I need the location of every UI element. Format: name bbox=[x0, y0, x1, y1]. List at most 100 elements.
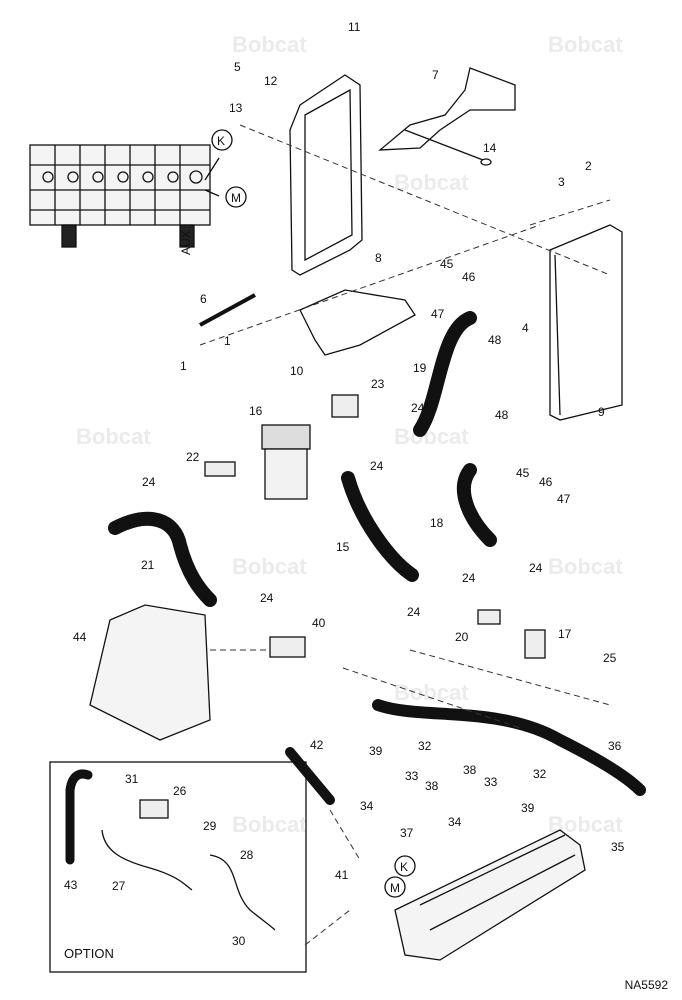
hydraulic-tank-44 bbox=[89, 604, 211, 741]
callout-27: 27 bbox=[112, 879, 126, 893]
callout-9: 9 bbox=[598, 405, 605, 419]
callout-3: 3 bbox=[558, 175, 565, 189]
hose-19 bbox=[413, 311, 477, 437]
watermark-text: Bobcat bbox=[76, 424, 151, 449]
callout-24: 24 bbox=[411, 401, 425, 415]
hose-42 bbox=[285, 747, 335, 805]
callout-18: 18 bbox=[430, 516, 444, 530]
port-label-k: K bbox=[400, 860, 408, 874]
callout-15: 15 bbox=[336, 540, 350, 554]
control-valve-illustration-top bbox=[29, 129, 247, 248]
callout-22: 22 bbox=[186, 450, 200, 464]
callout-2: 2 bbox=[585, 159, 592, 173]
port-label-m: M bbox=[231, 191, 241, 205]
callout-47: 47 bbox=[557, 492, 571, 506]
watermark-text: Bobcat bbox=[548, 554, 623, 579]
callout-44: 44 bbox=[73, 630, 87, 644]
callout-12: 12 bbox=[264, 74, 278, 88]
watermark-text: Bobcat bbox=[232, 554, 307, 579]
callout-47: 47 bbox=[431, 307, 445, 321]
bracket-7 bbox=[378, 67, 516, 151]
callout-37: 37 bbox=[400, 826, 414, 840]
watermark-text: Bobcat bbox=[394, 680, 469, 705]
callout-48: 48 bbox=[495, 408, 509, 422]
callout-33: 33 bbox=[405, 769, 419, 783]
port-label-k: K bbox=[217, 134, 225, 148]
callout-1: 1 bbox=[224, 334, 231, 348]
callout-8: 8 bbox=[375, 251, 382, 265]
tube-28 bbox=[209, 854, 276, 931]
callout-17: 17 bbox=[558, 627, 572, 641]
callout-45: 45 bbox=[440, 257, 454, 271]
callout-24: 24 bbox=[142, 475, 156, 489]
callout-32: 32 bbox=[418, 739, 432, 753]
control-valve-illustration-bottom bbox=[394, 829, 586, 961]
callout-24: 24 bbox=[529, 561, 543, 575]
callout-24: 24 bbox=[370, 459, 384, 473]
callout-11: 11 bbox=[348, 20, 361, 34]
callout-6: 6 bbox=[200, 292, 207, 306]
port-label-m: M bbox=[390, 881, 400, 895]
callout-46: 46 bbox=[539, 475, 553, 489]
callout-1: 1 bbox=[180, 359, 187, 373]
callout-19: 19 bbox=[413, 361, 427, 375]
callout-40: 40 bbox=[312, 616, 326, 630]
tube-27 bbox=[101, 829, 193, 891]
watermark-text: Bobcat bbox=[394, 424, 469, 449]
callout-24: 24 bbox=[260, 591, 274, 605]
callout-30: 30 bbox=[232, 934, 246, 948]
hose-36 bbox=[372, 699, 646, 796]
callout-10: 10 bbox=[290, 364, 304, 378]
callout-38: 38 bbox=[463, 763, 477, 777]
aux-label: AUX bbox=[179, 230, 193, 255]
callout-41: 41 bbox=[335, 868, 349, 882]
callout-32: 32 bbox=[533, 767, 547, 781]
callout-42: 42 bbox=[310, 738, 324, 752]
hose-18 bbox=[456, 463, 497, 547]
callout-4: 4 bbox=[522, 321, 529, 335]
callout-34: 34 bbox=[360, 799, 374, 813]
hydraulic-filter-16 bbox=[261, 424, 311, 500]
bracket-10 bbox=[299, 289, 416, 356]
callout-20: 20 bbox=[455, 630, 469, 644]
callout-25: 25 bbox=[603, 651, 617, 665]
callout-46: 46 bbox=[462, 270, 476, 284]
callout-layer: 1 1 2 3 4 5 6 7 8 9 10 11 12 13 14 15 16… bbox=[64, 20, 625, 948]
watermark-text: Bobcat bbox=[232, 812, 307, 837]
watermark-text: Bobcat bbox=[548, 32, 623, 57]
callout-33: 33 bbox=[484, 775, 498, 789]
option-inset-box bbox=[49, 761, 307, 973]
callout-31: 31 bbox=[125, 772, 139, 786]
hose-21 bbox=[108, 512, 217, 607]
oil-cooler-9 bbox=[549, 224, 623, 421]
callout-24: 24 bbox=[407, 605, 421, 619]
callout-39: 39 bbox=[369, 744, 383, 758]
callout-34: 34 bbox=[448, 815, 462, 829]
callout-35: 35 bbox=[611, 840, 625, 854]
mounting-frame-8 bbox=[289, 74, 363, 276]
hose-43 bbox=[65, 769, 93, 865]
watermark-text: Bobcat bbox=[394, 170, 469, 195]
watermark-text: Bobcat bbox=[232, 32, 307, 57]
option-label: OPTION bbox=[64, 946, 114, 961]
hose-15 bbox=[341, 471, 419, 582]
callout-28: 28 bbox=[240, 848, 254, 862]
watermark-layer: Bobcat Bobcat Bobcat Bobcat Bobcat Bobca… bbox=[76, 32, 623, 837]
callout-26: 26 bbox=[173, 784, 187, 798]
callout-36: 36 bbox=[608, 739, 622, 753]
callout-23: 23 bbox=[371, 377, 385, 391]
callout-13: 13 bbox=[229, 101, 243, 115]
callout-38: 38 bbox=[425, 779, 439, 793]
callout-43: 43 bbox=[64, 878, 78, 892]
callout-29: 29 bbox=[203, 819, 217, 833]
callout-21: 21 bbox=[141, 558, 155, 572]
callout-14: 14 bbox=[483, 141, 497, 155]
callout-48: 48 bbox=[488, 333, 502, 347]
callout-45: 45 bbox=[516, 466, 530, 480]
callout-16: 16 bbox=[249, 404, 263, 418]
callout-5: 5 bbox=[234, 60, 241, 74]
callout-39: 39 bbox=[521, 801, 535, 815]
callout-24: 24 bbox=[462, 571, 476, 585]
callout-7: 7 bbox=[432, 68, 439, 82]
